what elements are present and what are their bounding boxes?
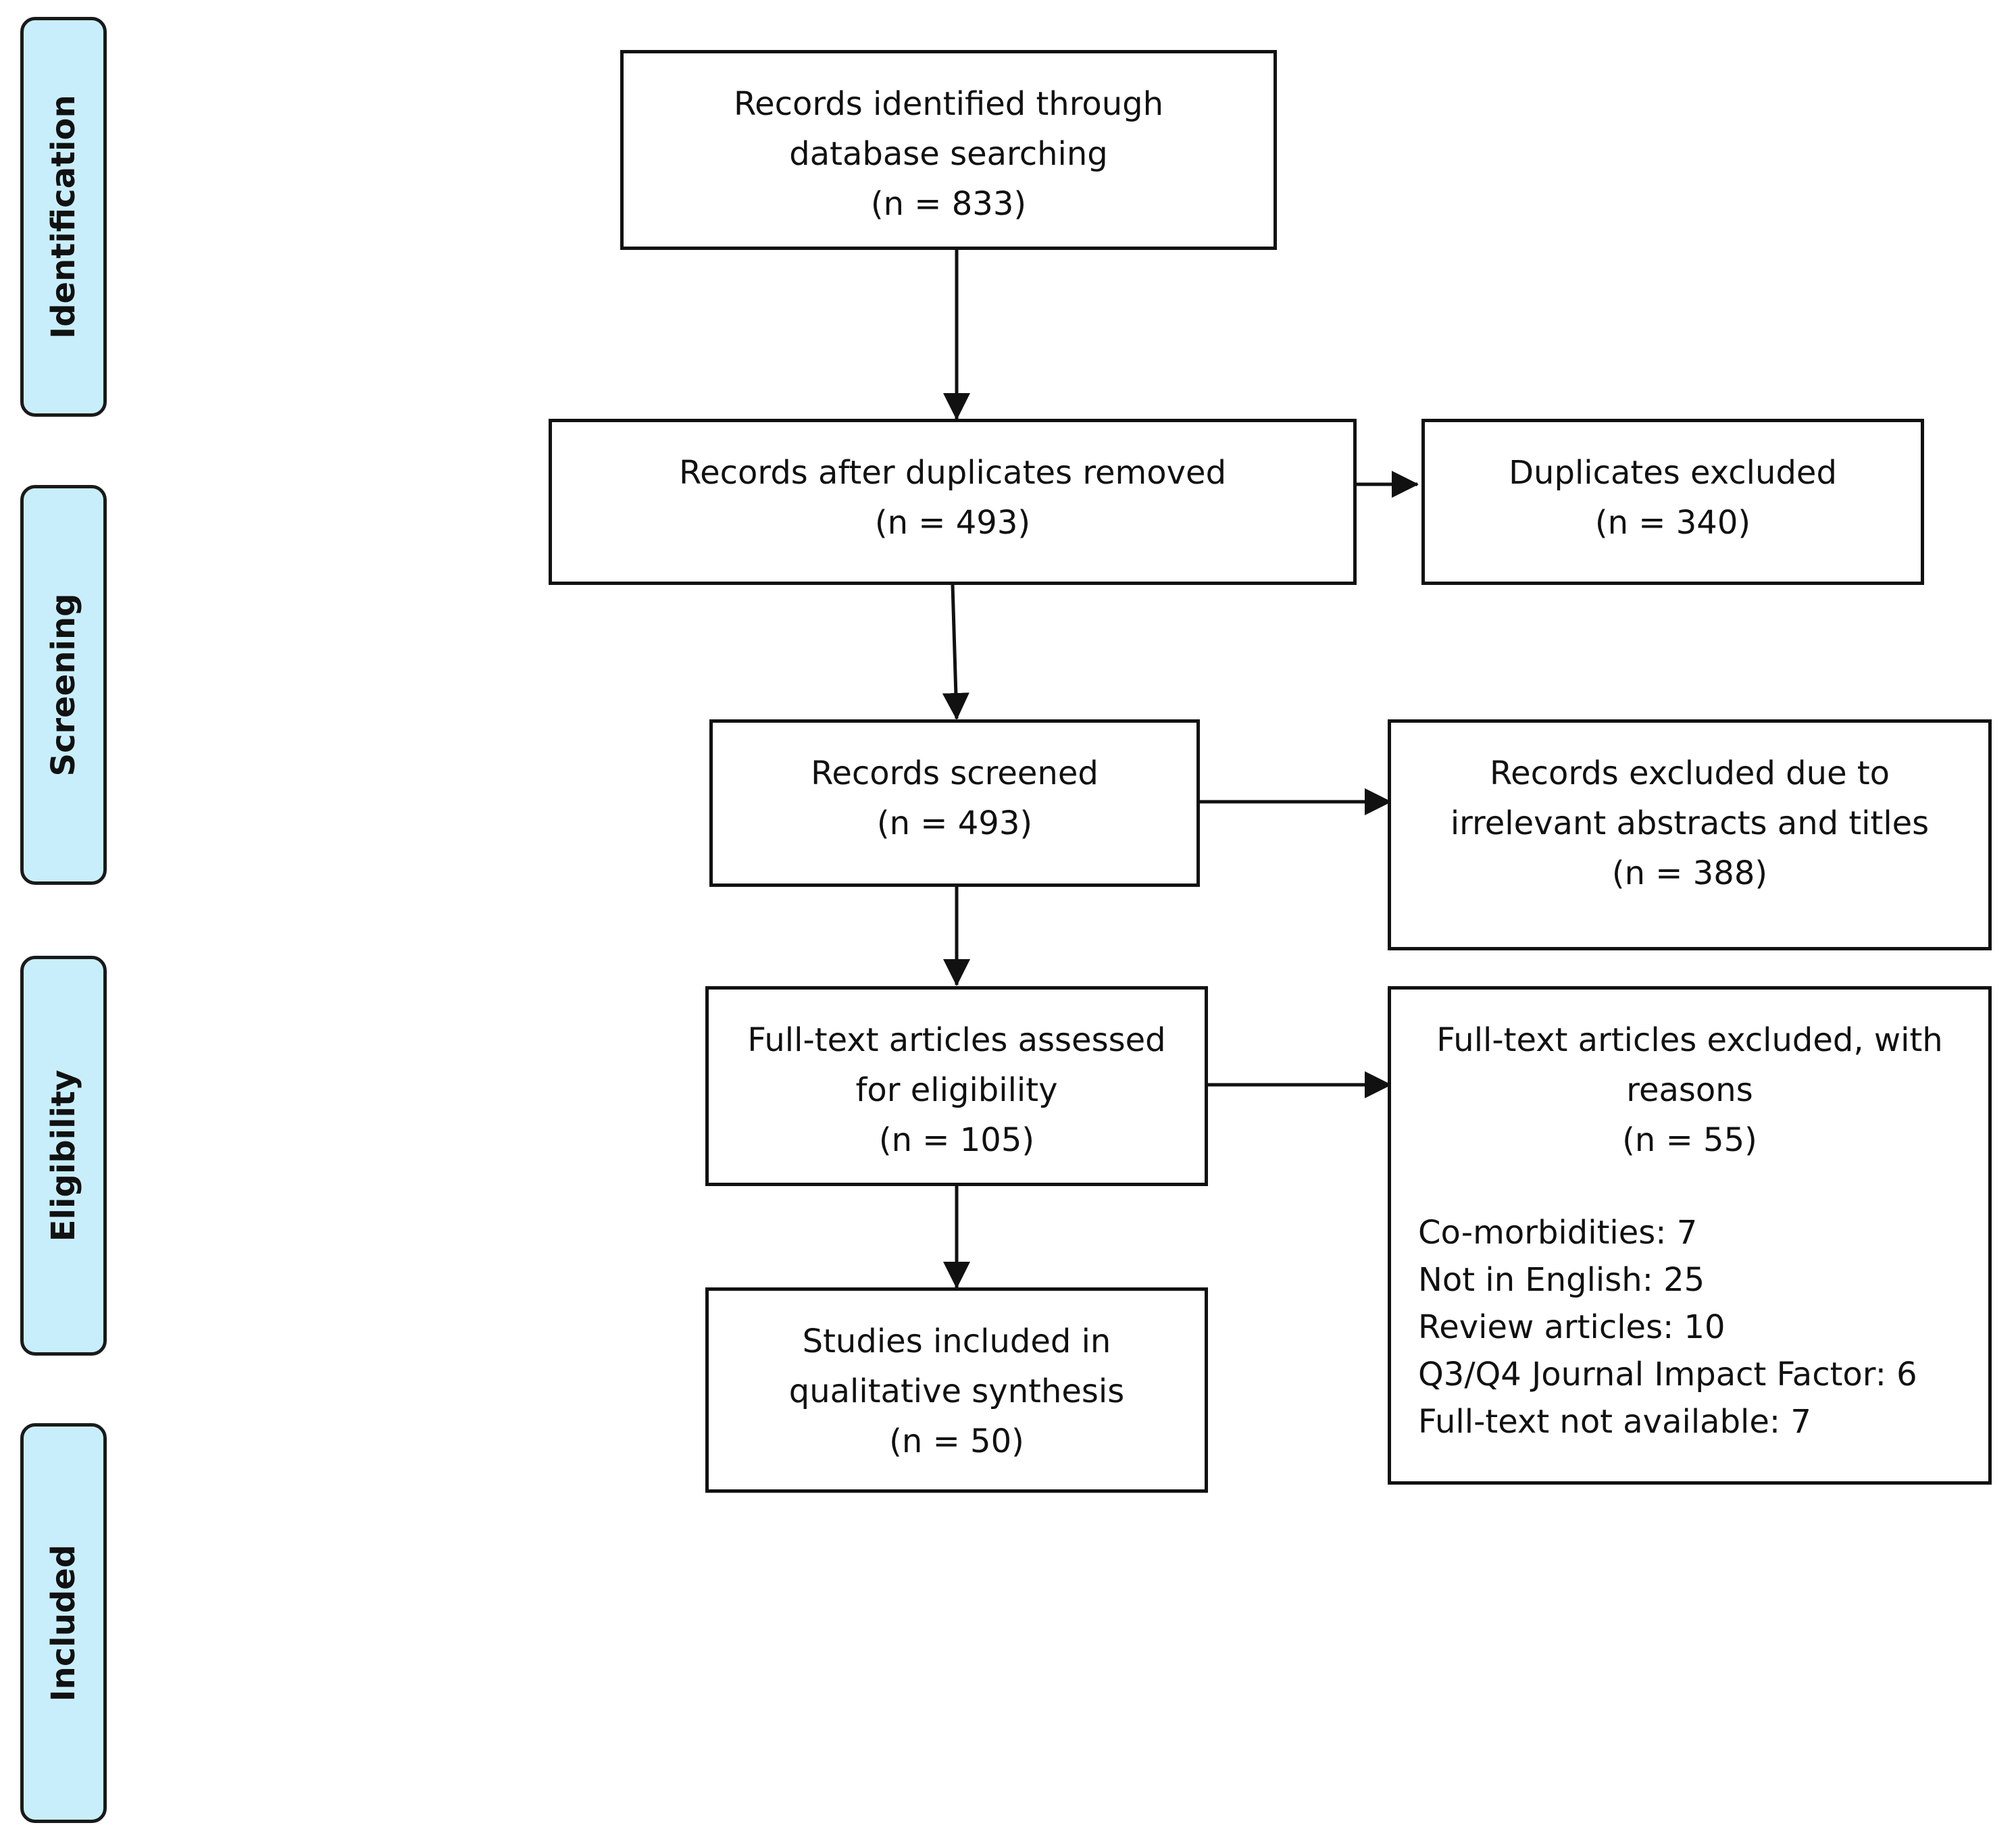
box-duplicates-excluded: Duplicates excluded (n = 340) xyxy=(1421,419,1924,585)
box-count: (n = 55) xyxy=(1622,1121,1757,1159)
box-count: (n = 493) xyxy=(876,804,1033,842)
box-line: Records identified through xyxy=(733,85,1164,123)
box-duplicates-excluded-text: Duplicates excluded (n = 340) xyxy=(1425,448,1921,548)
exclusion-reason-item: Co-morbidities: 7 xyxy=(1418,1214,1698,1252)
box-records-after-duplicates-text: Records after duplicates removed (n = 49… xyxy=(552,448,1353,548)
box-line: reasons xyxy=(1626,1071,1753,1109)
exclusion-reason-item: Full-text not available: 7 xyxy=(1418,1403,1811,1441)
box-studies-included-text: Studies included in qualitative synthesi… xyxy=(709,1316,1205,1466)
box-records-identified: Records identified through database sear… xyxy=(620,50,1277,250)
box-records-identified-text: Records identified through database sear… xyxy=(624,79,1274,229)
exclusion-reason-item: Not in English: 25 xyxy=(1418,1261,1705,1299)
arrow-after-duplicates-to-screened xyxy=(942,584,969,720)
box-count: (n = 493) xyxy=(874,504,1031,542)
phase-screening: Screening xyxy=(20,485,107,885)
box-line: Records screened xyxy=(811,754,1099,792)
phase-eligibility: Eligibility xyxy=(20,956,107,1356)
box-fulltext-excluded-text: Full-text articles excluded, with reason… xyxy=(1391,1015,1988,1165)
box-count: (n = 388) xyxy=(1611,854,1768,892)
box-line: Studies included in xyxy=(802,1323,1111,1360)
box-records-excluded-screening-text: Records excluded due to irrelevant abstr… xyxy=(1391,748,1988,898)
phase-included: Included xyxy=(20,1423,107,1823)
box-count: (n = 340) xyxy=(1594,504,1751,542)
box-fulltext-assessed-text: Full-text articles assessed for eligibil… xyxy=(709,1015,1205,1165)
box-records-screened: Records screened (n = 493) xyxy=(709,719,1200,887)
box-line: database searching xyxy=(789,135,1108,173)
box-fulltext-assessed: Full-text articles assessed for eligibil… xyxy=(705,986,1208,1186)
box-line: qualitative synthesis xyxy=(788,1373,1125,1410)
box-count: (n = 105) xyxy=(878,1121,1035,1159)
box-line: irrelevant abstracts and titles xyxy=(1450,804,1930,842)
box-line: Full-text articles assessed xyxy=(747,1021,1166,1059)
box-line: Duplicates excluded xyxy=(1509,454,1837,492)
box-count: (n = 50) xyxy=(889,1422,1024,1460)
box-fulltext-excluded: Full-text articles excluded, with reason… xyxy=(1388,986,1992,1485)
box-records-after-duplicates: Records after duplicates removed (n = 49… xyxy=(549,419,1357,585)
box-line: Records excluded due to xyxy=(1489,754,1890,792)
exclusion-reason-item: Review articles: 10 xyxy=(1418,1308,1725,1346)
box-records-screened-text: Records screened (n = 493) xyxy=(713,748,1196,848)
phase-identification: Identification xyxy=(20,17,107,417)
box-line: Full-text articles excluded, with xyxy=(1436,1021,1943,1059)
exclusion-reasons-list: Co-morbidities: 7 Not in English: 25 Rev… xyxy=(1418,1209,1917,1445)
box-count: (n = 833) xyxy=(870,185,1027,223)
exclusion-reason-item: Q3/Q4 Journal Impact Factor: 6 xyxy=(1418,1356,1917,1393)
box-records-excluded-screening: Records excluded due to irrelevant abstr… xyxy=(1388,719,1992,950)
box-line: for eligibility xyxy=(855,1071,1058,1109)
box-studies-included: Studies included in qualitative synthesi… xyxy=(705,1287,1208,1493)
box-line: Records after duplicates removed xyxy=(678,454,1227,492)
